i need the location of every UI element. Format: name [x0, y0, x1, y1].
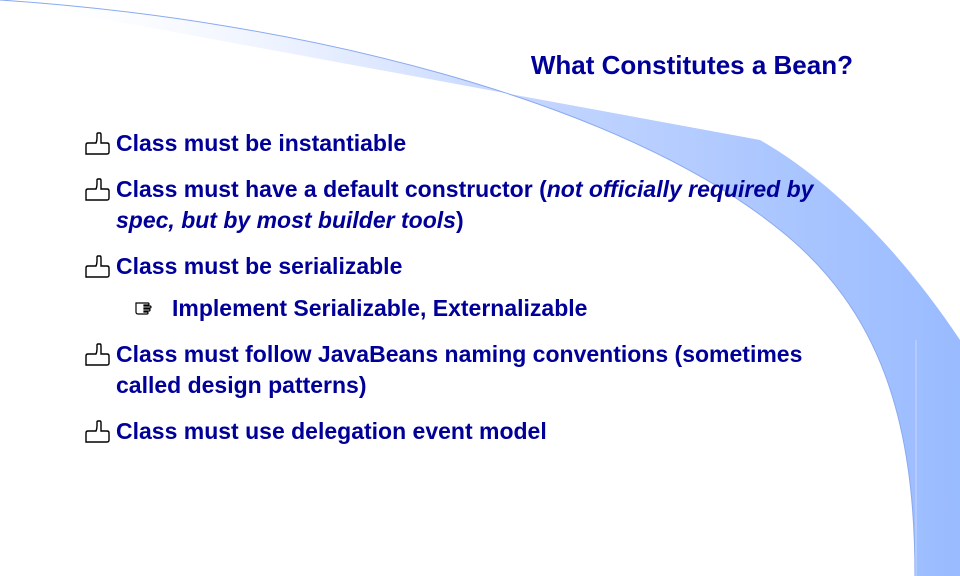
- bullet-text-part-1: Class must have a default constructor (: [116, 176, 547, 202]
- hand-pointing-finger-icon: [85, 178, 110, 201]
- bullet-text: Class must use delegation event model: [116, 418, 547, 444]
- bullet-item-instantiable: Class must be instantiable: [84, 128, 844, 159]
- slide-title: What Constitutes a Bean?: [530, 50, 853, 80]
- bullet-text: Class must follow JavaBeans naming conve…: [116, 341, 803, 398]
- bullet-text-italic: not officially required by spec, but by …: [116, 176, 814, 233]
- hand-pointing-finger-icon: [85, 343, 110, 366]
- pointing-hand-icon: [135, 302, 152, 315]
- bullet-list: Class must be instantiable Class must ha…: [84, 128, 844, 462]
- sub-bullet-item-implement: Implement Serializable, Externalizable: [84, 293, 844, 324]
- hand-pointing-finger-icon: [85, 420, 110, 443]
- bullet-item-default-constructor: Class must have a default constructor (n…: [84, 174, 844, 236]
- sub-bullet-text: Implement Serializable, Externalizable: [172, 295, 588, 321]
- hand-pointing-finger-icon: [85, 255, 110, 278]
- bullet-item-delegation-event-model: Class must use delegation event model: [84, 416, 844, 447]
- hand-pointing-finger-icon: [85, 132, 110, 155]
- bullet-item-naming-conventions: Class must follow JavaBeans naming conve…: [84, 339, 844, 401]
- bullet-text-part-2: ): [455, 207, 464, 233]
- bullet-text: Class must be serializable: [116, 253, 403, 279]
- bullet-item-serializable: Class must be serializable: [84, 251, 844, 282]
- bullet-text: Class must be instantiable: [116, 130, 407, 156]
